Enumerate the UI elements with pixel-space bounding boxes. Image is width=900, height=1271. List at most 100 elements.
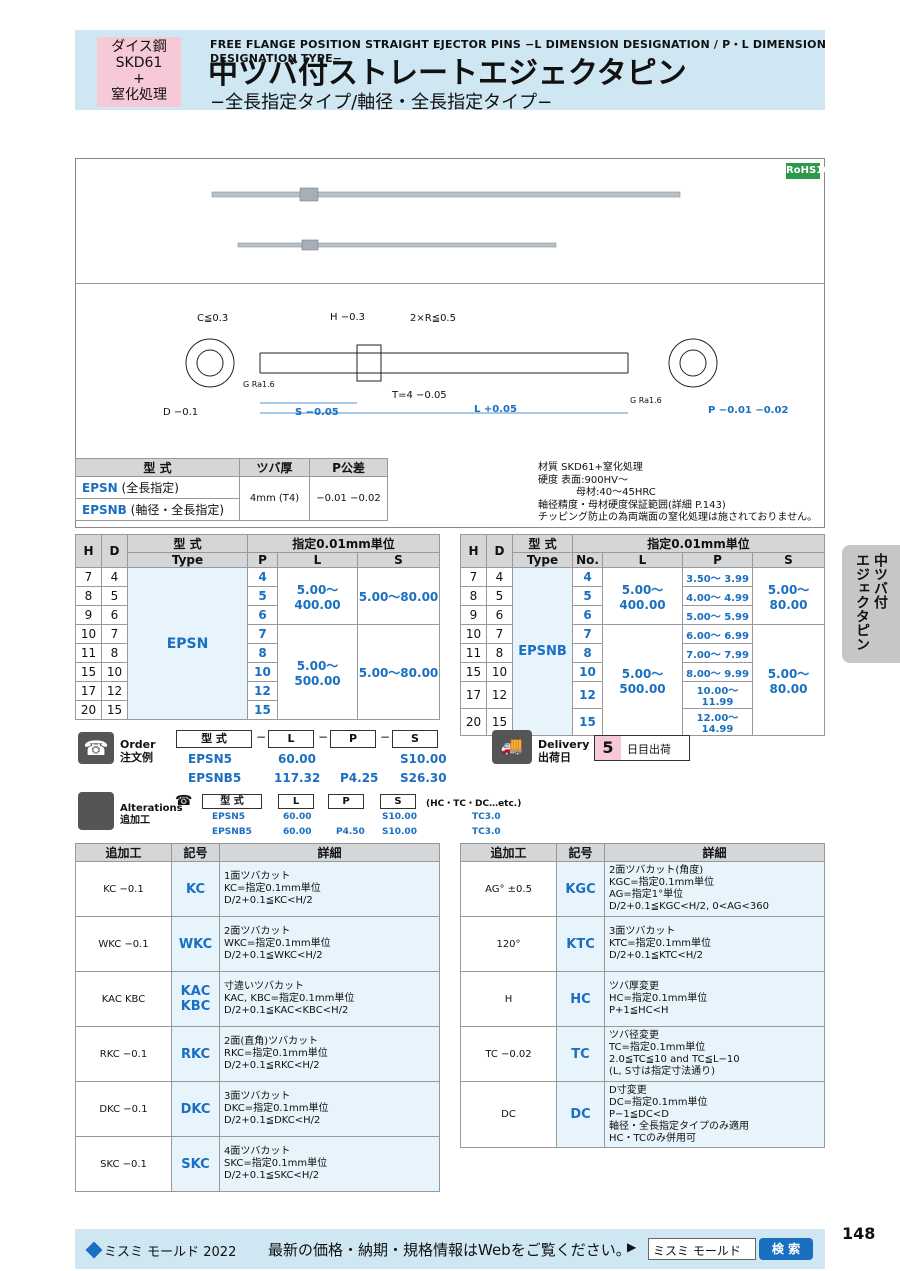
cell-l-range: 5.00〜400.00	[602, 567, 683, 625]
cell-p-range: 12.00〜14.99	[682, 708, 753, 736]
alt-code: DKC	[171, 1081, 220, 1137]
alt-fig: 120°	[460, 916, 557, 972]
material-box: ダイス鋼 SKD61 + 窒化処理	[97, 37, 181, 107]
detail-line: P−1≦DC<D	[609, 1108, 669, 1120]
cell-p-range: 8.00〜 9.99	[682, 662, 753, 682]
title-en: FREE FLANGE POSITION STRAIGHT EJECTOR PI…	[210, 38, 827, 65]
cell-h: 17	[460, 681, 487, 709]
brand-name: ミスミ モールド 2022	[104, 1245, 237, 1260]
cell-d: 12	[101, 681, 128, 701]
cell-h: 9	[75, 605, 102, 625]
order-col-p: P	[330, 730, 376, 748]
type-desc: (軸径・全長指定)	[130, 503, 225, 517]
alt-code: WKC	[171, 916, 220, 972]
th-code: 記号	[171, 843, 220, 862]
cell-d: 10	[486, 662, 513, 682]
detail-line: D/2+0.1≦KGC<H/2, 0<AG<360	[609, 901, 769, 912]
cell-no: 7	[572, 624, 603, 644]
detail-line: WKC=指定0.1mm単位	[224, 938, 331, 949]
detail-line: (L, S寸は指定寸法通り)	[609, 1066, 716, 1077]
cell-h: 20	[75, 700, 102, 720]
cell-d: 7	[101, 624, 128, 644]
cell-p: 8	[247, 643, 278, 663]
search-input[interactable]: ミスミ モールド	[648, 1238, 756, 1260]
alt-code: SKC	[171, 1136, 220, 1192]
alteration-table-right: 追加工 記号 詳細 AG° ±0.5 KGC 2面ツバカット(角度)KGC=指定…	[460, 843, 825, 1148]
cell-no: 6	[572, 605, 603, 625]
search-button[interactable]: 検 索	[759, 1238, 813, 1260]
order-label-jp: 注文例	[120, 751, 153, 764]
order-ex2-l: 117.32	[274, 771, 321, 785]
cell-p: 10	[247, 662, 278, 682]
dash: −	[256, 730, 267, 744]
category-tab[interactable]: 中ツバ付 エジェクタピン	[842, 545, 900, 663]
order-col-l: L	[268, 730, 314, 748]
alt-fig: DC	[460, 1081, 557, 1148]
th-type: 型 式	[512, 534, 573, 553]
detail-line: HC・TCのみ併用可	[609, 1132, 697, 1144]
order-ex1-s: S10.00	[400, 752, 447, 766]
cell-p-range: 7.00〜 7.99	[682, 643, 753, 663]
cell-p: 5	[247, 586, 278, 606]
detail-line: KTC=指定0.1mm単位	[609, 938, 712, 949]
cell-p: 12	[247, 681, 278, 701]
cell-s-range: 5.00〜80.00	[357, 567, 440, 625]
detail-line: D/2+0.1≦WKC<H/2	[224, 950, 323, 961]
order-ex2-type: EPSNB5	[188, 771, 242, 785]
delivery-label-en: Delivery	[538, 738, 590, 751]
th-type: 型 式	[127, 534, 248, 553]
alt-code: KAC KBC	[171, 971, 220, 1027]
detail-line: 2面ツバカット(角度)	[609, 865, 704, 876]
cell-d: 5	[486, 586, 513, 606]
detail-line: P+1≦HC<H	[609, 1005, 669, 1016]
th-spec: 指定0.01mm単位	[247, 534, 440, 553]
material-line1: ダイス鋼	[111, 39, 167, 55]
order-ex1-l: 60.00	[278, 752, 316, 766]
detail-line: 3面ツバカット	[609, 926, 676, 937]
alt-code: RKC	[171, 1026, 220, 1082]
tol-value: −0.01 −0.02	[309, 476, 388, 521]
cell-d: 15	[101, 700, 128, 720]
material-line4: 窒化処理	[111, 87, 167, 103]
cell-h: 15	[75, 662, 102, 682]
cell-type: EPSNB	[512, 567, 573, 736]
detail-line: ツバ厚変更	[609, 981, 659, 992]
type-code: EPSN	[82, 481, 118, 495]
alt-fig: DKC −0.1	[75, 1081, 172, 1137]
spec-notes: 材質 SKD61+窒化処理 硬度 表面:900HV〜 母材:40〜45HRC 軸…	[538, 462, 817, 525]
detail-line: ツバ径変更	[609, 1030, 659, 1041]
cell-l-range: 5.00〜400.00	[277, 567, 358, 625]
cell-s-range: 5.00〜80.00	[752, 624, 825, 736]
cell-s-range: 5.00〜80.00	[752, 567, 825, 625]
delivery-unit: 日目出荷	[627, 743, 671, 756]
cell-d: 7	[486, 624, 513, 644]
cell-h: 8	[460, 586, 487, 606]
dim-g2: G Ra1.6	[630, 396, 662, 405]
alt-ex2-l: 60.00	[283, 827, 312, 837]
cell-no: 10	[572, 662, 603, 682]
alteration-icon	[78, 792, 114, 830]
dim-p: P −0.01 −0.02	[708, 405, 789, 416]
cell-no: 8	[572, 643, 603, 663]
alt-ex1-s: S10.00	[382, 812, 417, 822]
cell-l-range: 5.00〜500.00	[602, 624, 683, 736]
tab-line1: 中ツバ付	[872, 553, 888, 609]
alt-ex2-p: P4.50	[336, 827, 365, 837]
cell-d: 4	[101, 567, 128, 587]
alt-code: DC	[556, 1081, 605, 1148]
alteration-label-en: Alterations	[120, 803, 183, 814]
divider	[75, 283, 825, 284]
detail-line: SKC=指定0.1mm単位	[224, 1158, 328, 1169]
th-type-en: Type	[512, 552, 573, 568]
detail-line: D/2+0.1≦SKC<H/2	[224, 1170, 320, 1181]
detail-line: RKC=指定0.1mm単位	[224, 1048, 328, 1059]
alt-ex1-type: EPSN5	[212, 812, 246, 822]
